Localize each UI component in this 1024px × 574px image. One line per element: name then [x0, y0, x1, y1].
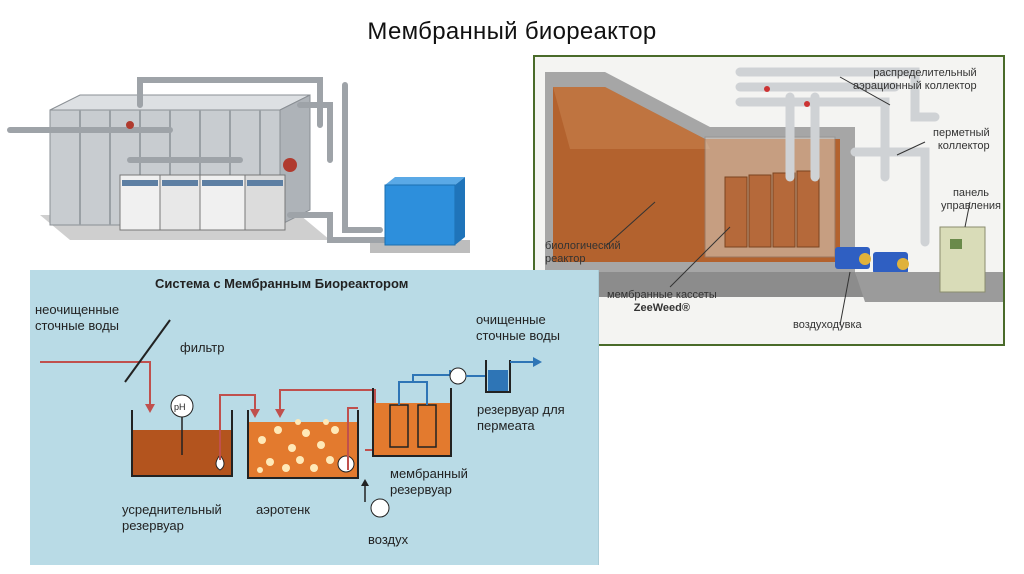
label-aerotank: аэротенк: [256, 502, 310, 517]
label-ph: pH: [174, 402, 186, 412]
mbr-plant-illustration: [7, 77, 470, 253]
label-treated-wastewater: очищенные сточные воды: [476, 312, 561, 343]
schematic-drawing: [40, 319, 542, 518]
slide-title: Мембранный биореактор: [367, 18, 657, 45]
label-distribution-collector: распределительный аэрационный коллектор: [853, 67, 977, 92]
zeeweed-cutaway-panel: распределительный аэрационный коллектор …: [533, 55, 1005, 346]
label-permeate-tank: резервуар для пермеата: [477, 402, 565, 433]
label-bioreactor: биологический реактор: [545, 240, 621, 265]
label-membrane-cassettes: мембранные кассеты ZeeWeed®: [607, 289, 717, 314]
label-blower: воздуходувка: [793, 319, 862, 331]
mbr-process-schematic: Система с Мембранным Биореактором неочищ…: [30, 270, 599, 565]
label-equalization-tank: усреднительный резервуар: [122, 502, 222, 533]
label-filter: фильтр: [180, 340, 225, 355]
cutaway-illustration: [545, 67, 1003, 326]
label-control-panel: панель управления: [941, 187, 1001, 212]
label-permeate-collector: перметный коллектор: [933, 127, 990, 152]
schematic-title: Система с Мембранным Биореактором: [155, 276, 409, 291]
label-membrane-tank: мембранный резервуар: [390, 466, 468, 497]
label-raw-wastewater: неочищенные сточные воды: [35, 302, 120, 333]
label-air: воздух: [368, 532, 409, 547]
